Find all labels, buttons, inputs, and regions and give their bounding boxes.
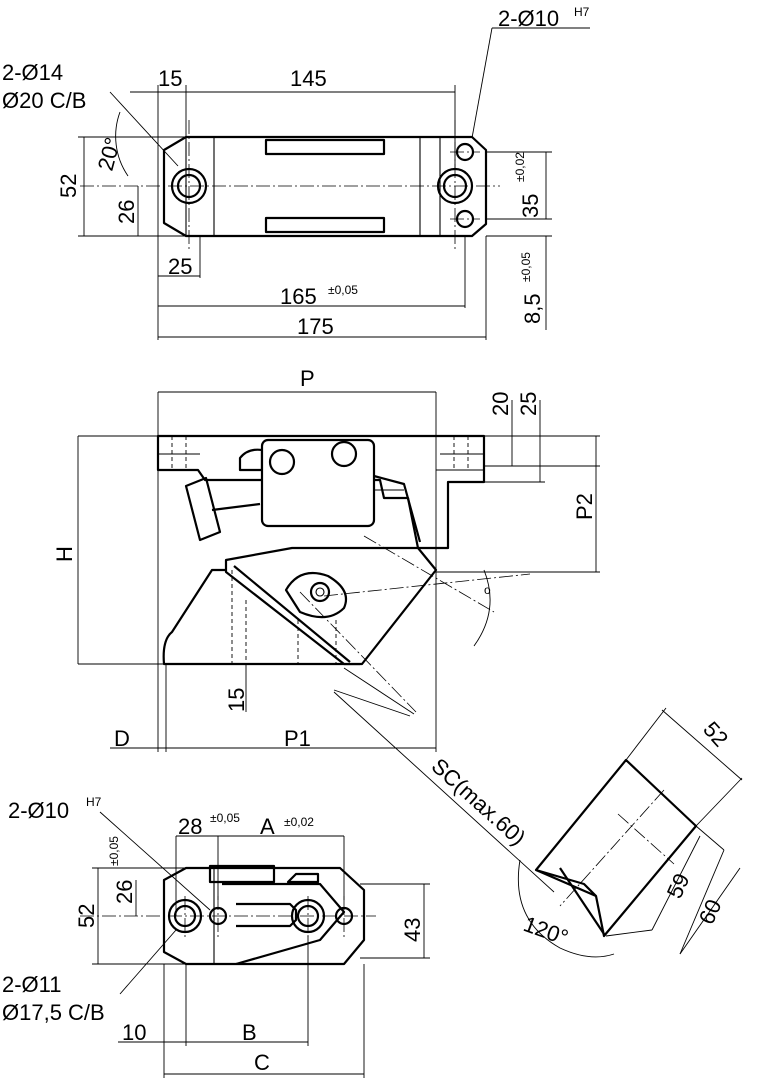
bottom-view: 2-Ø10 H7 28 ±0,05 A ±0,02 52 26 ±0,05 43… — [2, 795, 430, 1078]
dim-28: 28 — [178, 814, 202, 839]
hole-top-tol: H7 — [86, 795, 102, 809]
label-P2: P2 — [572, 493, 597, 520]
hole-top-label: 2-Ø10 — [8, 798, 69, 823]
hole-right-label: 2-Ø10 — [498, 6, 559, 31]
dim-175: 175 — [297, 314, 334, 339]
dim-59: 59 — [662, 869, 695, 902]
label-H: H — [52, 546, 77, 562]
label-A-tol: ±0,02 — [284, 815, 314, 829]
label-P: P — [300, 366, 315, 391]
front-wedge-jaw — [224, 546, 438, 666]
dim-8-5-tol: ±0,05 — [519, 252, 533, 282]
label-SC: SC(max.60) — [427, 753, 531, 850]
dim-15-front: 15 — [224, 688, 249, 712]
dim-15: 15 — [158, 66, 182, 91]
dim-26-tol: ±0,05 — [107, 836, 121, 866]
dim-8-5: 8,5 — [520, 293, 545, 324]
top-view: 2-Ø14 Ø20 C/B 2-Ø10 H7 15 145 52 26 20° … — [2, 5, 590, 340]
hole-bottom-label: 2-Ø11 — [2, 972, 62, 997]
dim-10: 10 — [122, 1020, 146, 1045]
dim-52-bottom: 52 — [74, 904, 99, 928]
label-A: A — [260, 814, 275, 839]
top-view-outline — [162, 135, 488, 238]
hole-right-tol: H7 — [574, 5, 590, 19]
hole-left-label: 2-Ø14 — [2, 60, 63, 85]
dim-35-tol: ±0,02 — [513, 152, 527, 182]
dim-28-tol: ±0,05 — [210, 811, 240, 825]
angle-20: 20° — [93, 135, 126, 174]
dim-165: 165 — [280, 284, 317, 309]
dim-26: 26 — [114, 200, 139, 224]
dim-25-front: 25 — [516, 392, 541, 416]
hole-bottom-cb-label: Ø17,5 C/B — [2, 1000, 105, 1025]
angle-mark: o — [484, 583, 491, 597]
hole-left-cb-label: Ø20 C/B — [2, 88, 86, 113]
bottom-view-outline — [162, 866, 366, 966]
dim-35: 35 — [518, 194, 543, 218]
top-slot-lower — [264, 216, 386, 234]
clamp-arm-block — [260, 438, 376, 528]
detail-block — [534, 758, 698, 938]
detail-view: SC(max.60) 52 59 60 120° — [427, 707, 743, 958]
dim-26-bottom: 26 — [112, 880, 137, 904]
angle-120: 120° — [520, 911, 571, 950]
dim-25: 25 — [168, 254, 192, 279]
dim-165-tol: ±0,05 — [328, 283, 358, 297]
dim-60: 60 — [694, 895, 727, 928]
dim-145: 145 — [290, 66, 327, 91]
label-P1: P1 — [284, 726, 311, 751]
label-C: C — [254, 1050, 270, 1075]
dim-52: 52 — [56, 174, 81, 198]
label-B: B — [242, 1020, 257, 1045]
dim-43: 43 — [400, 918, 425, 942]
label-D: D — [114, 726, 130, 751]
top-slot-upper — [264, 138, 386, 156]
front-view: P H P2 20 25 15 D P1 o — [52, 366, 600, 893]
dim-20: 20 — [488, 392, 513, 416]
